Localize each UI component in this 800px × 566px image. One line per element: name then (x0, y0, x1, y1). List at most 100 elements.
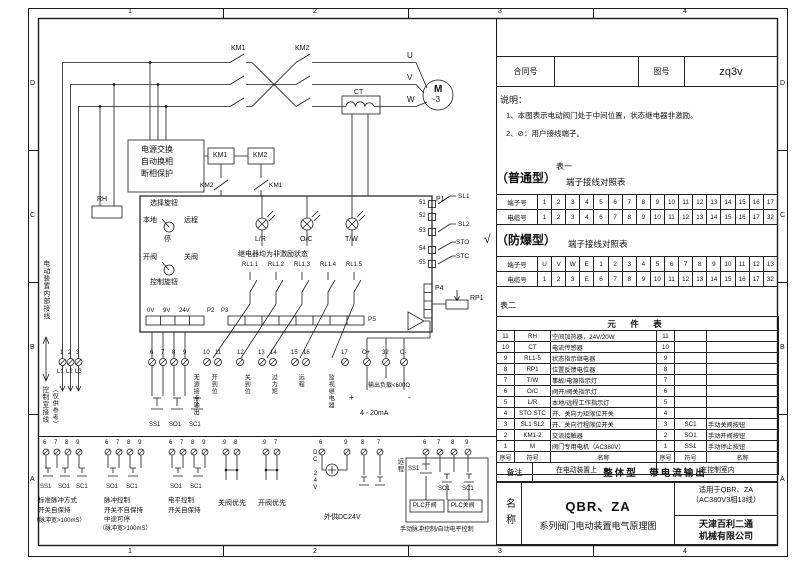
component-table-title: 元 件 表 (495, 316, 780, 331)
schematic-label: 8 (127, 440, 131, 446)
schematic-label: （脉冲宽>100mS） (99, 526, 152, 532)
schematic-label: 关到位 (243, 374, 250, 395)
table-cell: 4 (579, 209, 595, 225)
table-cell: 7 (496, 374, 515, 386)
terminal-51 (428, 200, 436, 208)
groupE-wires (265, 455, 278, 480)
schematic-label: SC1 (76, 484, 88, 490)
table-cell: 13 (706, 194, 722, 210)
schematic-label: KM1 (231, 45, 246, 52)
table-cell: 9 (706, 256, 722, 272)
schematic-label: KM2 (295, 45, 310, 52)
title-block: 名称 QBR、ZA 系列阀门电动装置电气原理图 适用于QBR、ZA （AC380… (496, 482, 778, 545)
schematic-label: SO1 (106, 484, 119, 490)
component-table-location: 在控制室内 (655, 462, 780, 475)
schematic-label: 53 (419, 228, 426, 234)
table-cell: 17 (748, 271, 764, 287)
remark-row: 备注 整体型 带电流输出 (496, 462, 778, 482)
schematic-label: 7 (161, 350, 165, 356)
schematic-label: P4 (435, 285, 444, 292)
schematic-label: 7 (437, 440, 441, 446)
junction-dots (98, 61, 279, 472)
schematic-label: L3 (75, 369, 82, 375)
schematic-label: PLC开阀 (413, 503, 437, 509)
table-cell: 交流接触器 (550, 429, 657, 441)
schematic-label: P5 (368, 316, 376, 323)
schematic-label: 32 (382, 350, 389, 356)
table-cell: 8 (621, 209, 637, 225)
schematic-label: KM1 (213, 152, 228, 159)
schematic-label: 开到位 (210, 374, 217, 395)
schematic-label: STO (456, 239, 470, 246)
table-cell: 1 (536, 194, 553, 210)
table-cell: 17 (762, 194, 779, 210)
groupC-wires (171, 455, 206, 477)
groupF-wires (321, 455, 385, 486)
schematic-label: O+ (362, 350, 371, 356)
table-cell: RP1 (514, 363, 551, 375)
table-cell: 手动开阀按钮 (705, 429, 780, 441)
table-cell: 开、关向力矩限位开关 (550, 407, 657, 419)
table-cell: 位置反馈电位器 (550, 363, 657, 375)
schematic-label: 表一 (556, 162, 572, 171)
schematic-label: SL2 (458, 221, 470, 228)
table-cell: 7 (656, 374, 675, 386)
schematic-label: 11 (215, 350, 222, 356)
table-cell: 11 (734, 256, 750, 272)
schematic-label: CT (354, 89, 364, 96)
schematic-label: 0V (147, 308, 155, 314)
ct-coil (345, 101, 375, 107)
drawing-title-text: 系列阀门电动装置电气原理图 (539, 520, 657, 531)
schematic-label: 控制旋钮 (150, 279, 178, 286)
frame-zone-label: 2 (313, 548, 317, 555)
table-cell (674, 374, 707, 386)
groupG-wires (420, 455, 474, 500)
schematic-label: 停 (164, 236, 171, 243)
schematic-label: 无源接点输出 (192, 374, 199, 416)
schematic-label: SC1 (189, 422, 201, 428)
terminal-55 (428, 260, 436, 268)
terminal-53 (428, 228, 436, 236)
groupA-wires (43, 455, 87, 477)
table-cell: 9 (496, 352, 515, 364)
schematic-label: 8 (172, 350, 176, 356)
contract-no-label: 合同号 (497, 57, 555, 86)
table-cell (705, 341, 780, 353)
table-cell: 3 (621, 256, 637, 272)
table-cell: 9 (649, 194, 665, 210)
schematic-label: 远程 (395, 458, 403, 473)
table-cell: 8 (621, 271, 637, 287)
control-knob (163, 264, 175, 276)
table-cell: 12 (692, 194, 708, 210)
km1-coil (207, 147, 235, 165)
schematic-label: RL1.2 (268, 262, 285, 268)
phase-lines (62, 53, 428, 359)
schematic-label: 开关自保持 (168, 507, 201, 514)
plc-group-box (405, 457, 489, 523)
schematic-label: RP1 (470, 295, 484, 302)
schematic-label: 51 (419, 200, 426, 206)
table-cell: 16 (748, 194, 764, 210)
current-output-amp (366, 311, 431, 358)
schematic-label: U (407, 51, 413, 60)
table-cell: 1 (536, 209, 553, 225)
table-cell (705, 330, 780, 342)
schematic-label: 3 (76, 350, 80, 356)
schematic-label: SS1 (408, 466, 420, 472)
table-cell: 10 (656, 341, 675, 353)
table-cell: 6 (496, 385, 515, 397)
table-cell: 事故/电源指示灯 (550, 374, 657, 386)
schematic-label: SO1 (58, 484, 71, 490)
schematic-label: SS1 (149, 422, 161, 428)
schematic-label: SC1 (462, 486, 474, 492)
table-cell (705, 374, 780, 386)
schematic-label: RH (97, 196, 108, 203)
table-cell: 名称 (705, 451, 780, 463)
table-cell: 13 (692, 271, 708, 287)
terminal-slashes (43, 358, 471, 455)
frame-zone-label: 4 (683, 548, 687, 555)
table-cell: 11 (656, 330, 675, 342)
table-cell: 11 (496, 330, 515, 342)
schematic-label: 手动脉冲控制/自动电平控制 (400, 527, 474, 533)
schematic-label: 电动装置内部接线 (41, 260, 49, 320)
